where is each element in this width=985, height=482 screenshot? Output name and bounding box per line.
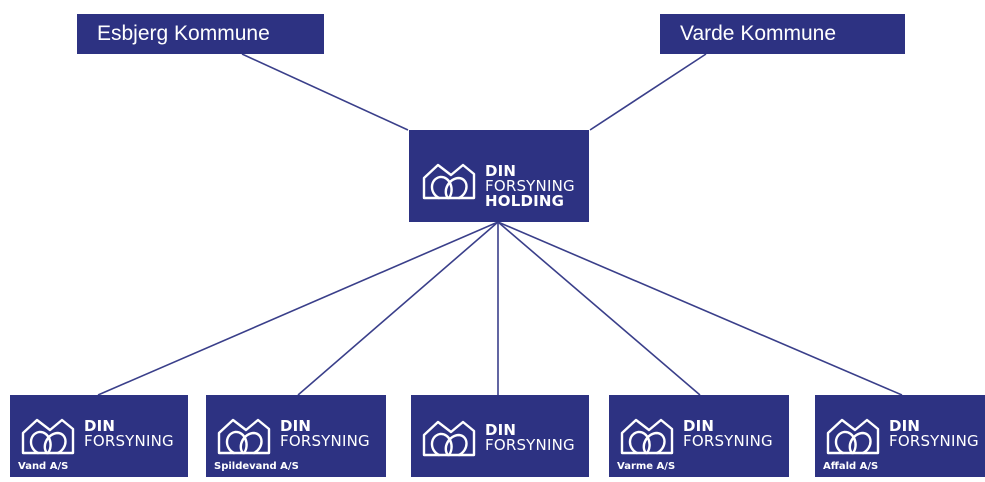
subsidiary-logo-text: DIN FORSYNING xyxy=(280,419,370,449)
logo-line-forsyning: FORSYNING xyxy=(683,432,773,450)
subsidiary-box-affald: DIN FORSYNING Affald A/S xyxy=(815,395,985,477)
holding-box: DIN FORSYNING HOLDING xyxy=(409,130,589,222)
subsidiary-logo-text: DIN FORSYNING xyxy=(485,423,575,453)
owner-name: Esbjerg Kommune xyxy=(97,22,270,45)
connector-holding-spildevand xyxy=(297,221,499,396)
holding-logo-text: DIN FORSYNING HOLDING xyxy=(485,164,575,209)
owner-box-esbjerg: Esbjerg Kommune xyxy=(77,14,324,54)
connector-holding-vand xyxy=(97,221,499,396)
logo-line-din: DIN xyxy=(485,421,517,439)
din-forsyning-logo-icon xyxy=(826,418,880,455)
logo-line-forsyning: FORSYNING xyxy=(889,432,979,450)
connector-holding-varme xyxy=(497,221,701,396)
logo-line-din: DIN xyxy=(683,417,715,435)
logo-line-holding: HOLDING xyxy=(485,192,565,210)
subsidiary-label: Spildevand A/S xyxy=(214,461,299,472)
logo-line-din: DIN xyxy=(280,417,312,435)
subsidiary-label: Affald A/S xyxy=(823,461,879,472)
owner-name: Varde Kommune xyxy=(680,22,837,45)
subsidiary-label: Vand A/S xyxy=(18,461,69,472)
logo-line-din: DIN xyxy=(485,162,517,180)
logo-line-forsyning: FORSYNING xyxy=(485,436,575,454)
din-forsyning-logo-icon xyxy=(620,418,674,455)
subsidiary-logo-text: DIN FORSYNING xyxy=(84,419,174,449)
subsidiary-logo-text: DIN FORSYNING xyxy=(683,419,773,449)
logo-line-forsyning: FORSYNING xyxy=(84,432,174,450)
connector-esbjerg-holding xyxy=(241,53,409,131)
din-forsyning-logo-icon xyxy=(217,418,271,455)
din-forsyning-logo-icon xyxy=(422,163,476,200)
subsidiary-logo-text: DIN FORSYNING xyxy=(889,419,979,449)
subsidiary-label: Varme A/S xyxy=(617,461,676,472)
din-forsyning-logo-icon xyxy=(422,420,476,457)
logo-line-din: DIN xyxy=(84,417,116,435)
logo-line-din: DIN xyxy=(889,417,921,435)
subsidiary-box-spildevand: DIN FORSYNING Spildevand A/S xyxy=(206,395,386,477)
din-forsyning-logo-icon xyxy=(21,418,75,455)
subsidiary-box-vand: DIN FORSYNING Vand A/S xyxy=(10,395,188,477)
subsidiary-box-varme: DIN FORSYNING Varme A/S xyxy=(609,395,789,477)
connector-varde-holding xyxy=(589,53,707,131)
subsidiary-box-forsyning: DIN FORSYNING xyxy=(411,395,589,477)
logo-line-forsyning: FORSYNING xyxy=(485,177,575,195)
owner-box-varde: Varde Kommune xyxy=(660,14,905,54)
connector-holding-affald xyxy=(497,221,903,396)
logo-line-forsyning: FORSYNING xyxy=(280,432,370,450)
